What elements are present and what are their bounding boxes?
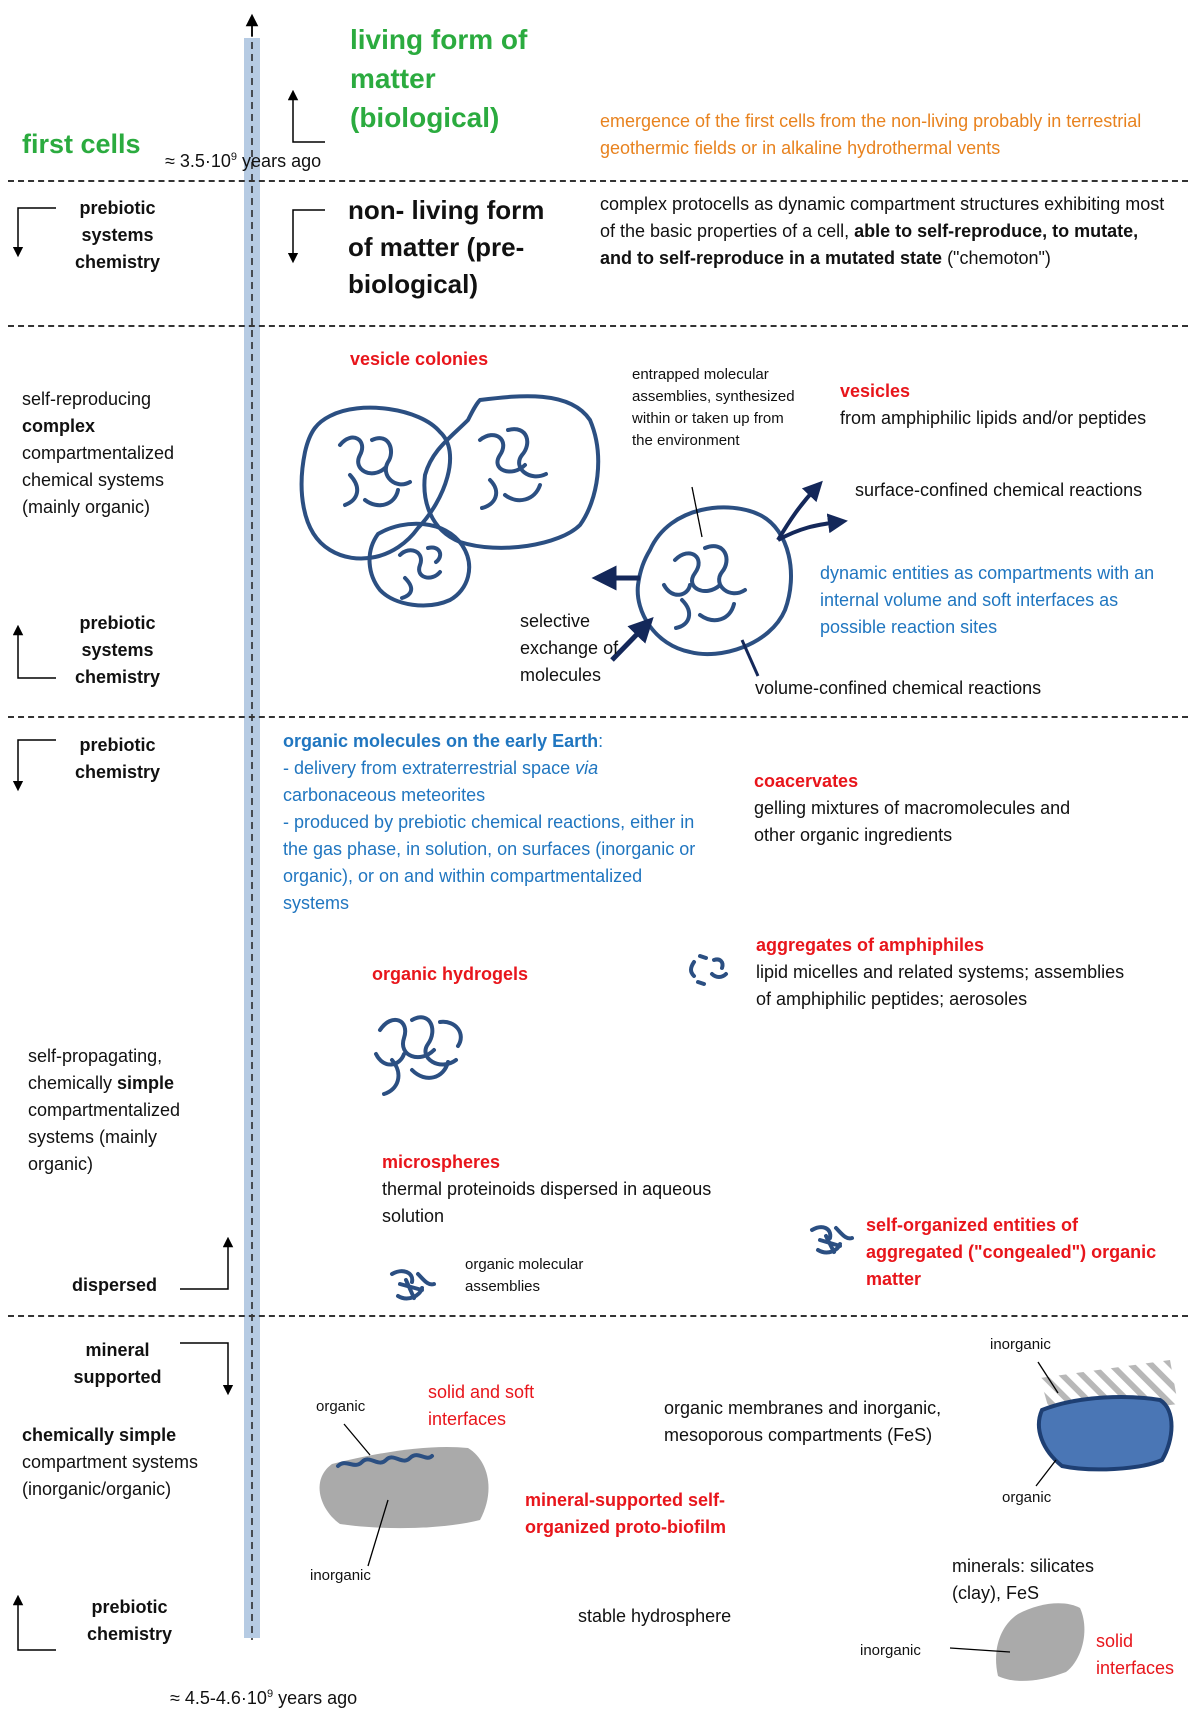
inorganic-pointer-label: inorganic [310, 1567, 371, 1584]
selective-exchange-label: selective exchange of molecules [520, 611, 619, 685]
inorganic-pointer-label: inorganic [860, 1642, 921, 1659]
up-arrow-icon [287, 89, 325, 143]
influx-arrow-icon [610, 617, 654, 662]
minerals-label: minerals: silicates (clay), FeS [952, 1556, 1095, 1603]
solid-interfaces-label: solid interfaces [1096, 1631, 1175, 1678]
prebiotic-chemistry-label: prebiotic chemistry [74, 735, 161, 782]
organic-pointer-label: organic [316, 1398, 366, 1415]
mineral-rock-illustration [949, 1603, 1085, 1681]
aggregates-title: aggregates of amphiphiles [756, 935, 985, 955]
prebiotic-chemistry-label: prebiotic chemistry [86, 1597, 173, 1644]
coacervates-title: coacervates [754, 771, 859, 791]
up-arrow-icon [180, 1236, 234, 1290]
time-top: ≈ 3.5·109 years ago [165, 151, 322, 171]
surface-arrow-icon [777, 513, 848, 542]
organic-hydrogels-label: organic hydrogels [372, 964, 529, 984]
organic-pointer-label: organic [1002, 1489, 1052, 1506]
dynamic-entities-text: dynamic entities as compartments with an… [820, 563, 1155, 637]
molecular-assembly-icon [390, 1269, 436, 1301]
emergence-text: emergence of the first cells from the no… [600, 111, 1142, 158]
amphiphile-aggregates-icon [689, 954, 728, 986]
membranes-label: organic membranes and inorganic, mesopor… [664, 1398, 942, 1445]
aggregates-description: lipid micelles and related systems; asse… [756, 962, 1125, 1009]
self-organized-entities-label: self-organized entities of aggregated ("… [866, 1215, 1157, 1289]
complex-systems-label: self-reproducing complex compartmentaliz… [22, 389, 175, 517]
prebiotic-systems-chemistry-label: prebiotic systems chemistry [74, 613, 161, 687]
dispersed-label: dispersed [72, 1275, 158, 1295]
section-divider [8, 325, 1188, 327]
compartment-illustration [1035, 1360, 1178, 1487]
congealed-matter-icon [810, 1225, 854, 1255]
down-arrow-icon [12, 207, 56, 258]
time-bottom: ≈ 4.5-4.6·109 years ago [170, 1688, 358, 1708]
corner-arrows [12, 89, 325, 1651]
vesicle-illustration [591, 480, 848, 677]
down-arrow-icon [287, 209, 325, 264]
entrapped-pointer [691, 486, 703, 538]
vesicles-description: from amphiphilic lipids and/or peptides [840, 408, 1147, 428]
volume-pointer [740, 639, 760, 677]
coacervates-description: gelling mixtures of macromolecules and o… [754, 798, 1071, 845]
living-form-title: living form of matter (biological) [350, 24, 528, 133]
inorganic-pointer-label: inorganic [990, 1336, 1051, 1353]
organic-molecules-text: organic molecules on the early Earth:- d… [283, 731, 696, 913]
entrapped-label: entrapped molecular assemblies, synthesi… [632, 366, 795, 449]
mineral-supported-label: mineral supported [73, 1340, 162, 1387]
down-arrow-icon [180, 1342, 234, 1396]
section-divider [8, 180, 1188, 182]
hydrogel-illustration [374, 1015, 463, 1096]
surface-confined-label: surface-confined chemical reactions [855, 480, 1143, 500]
stable-hydrosphere-label: stable hydrosphere [578, 1606, 732, 1626]
first-cells-label: first cells [22, 129, 141, 159]
timeline-axis [244, 13, 260, 1640]
simple-systems-label: self-propagating, chemically simple comp… [28, 1046, 181, 1174]
surface-arrow-icon [776, 480, 823, 542]
vesicle-colonies-illustration [299, 394, 601, 608]
section-divider [8, 716, 1188, 718]
microspheres-description: thermal proteinoids dispersed in aqueous… [382, 1179, 712, 1226]
down-arrow-icon [12, 739, 56, 792]
proto-biofilm-label: mineral-supported self-organized proto-b… [525, 1490, 726, 1537]
vesicle-colonies-label: vesicle colonies [350, 349, 489, 369]
up-arrow-icon [12, 624, 56, 679]
nonliving-form-title: non- living form of matter (pre-biologic… [348, 195, 545, 299]
organic-assemblies-label: organic molecular assemblies [465, 1256, 584, 1295]
section-divider [8, 1315, 1188, 1317]
vesicles-title: vesicles [840, 381, 911, 401]
volume-confined-label: volume-confined chemical reactions [755, 678, 1042, 698]
up-arrow-icon [12, 1594, 56, 1651]
mineral-film-illustration [319, 1423, 489, 1567]
chemically-simple-label: chemically simple compartment systems (i… [22, 1425, 199, 1499]
protocell-description: complex protocells as dynamic compartmen… [600, 194, 1165, 268]
microspheres-title: microspheres [382, 1152, 501, 1172]
solid-soft-interfaces-label: solid and soft interfaces [428, 1382, 535, 1429]
prebiotic-systems-chemistry-label: prebiotic systems chemistry [74, 198, 161, 272]
